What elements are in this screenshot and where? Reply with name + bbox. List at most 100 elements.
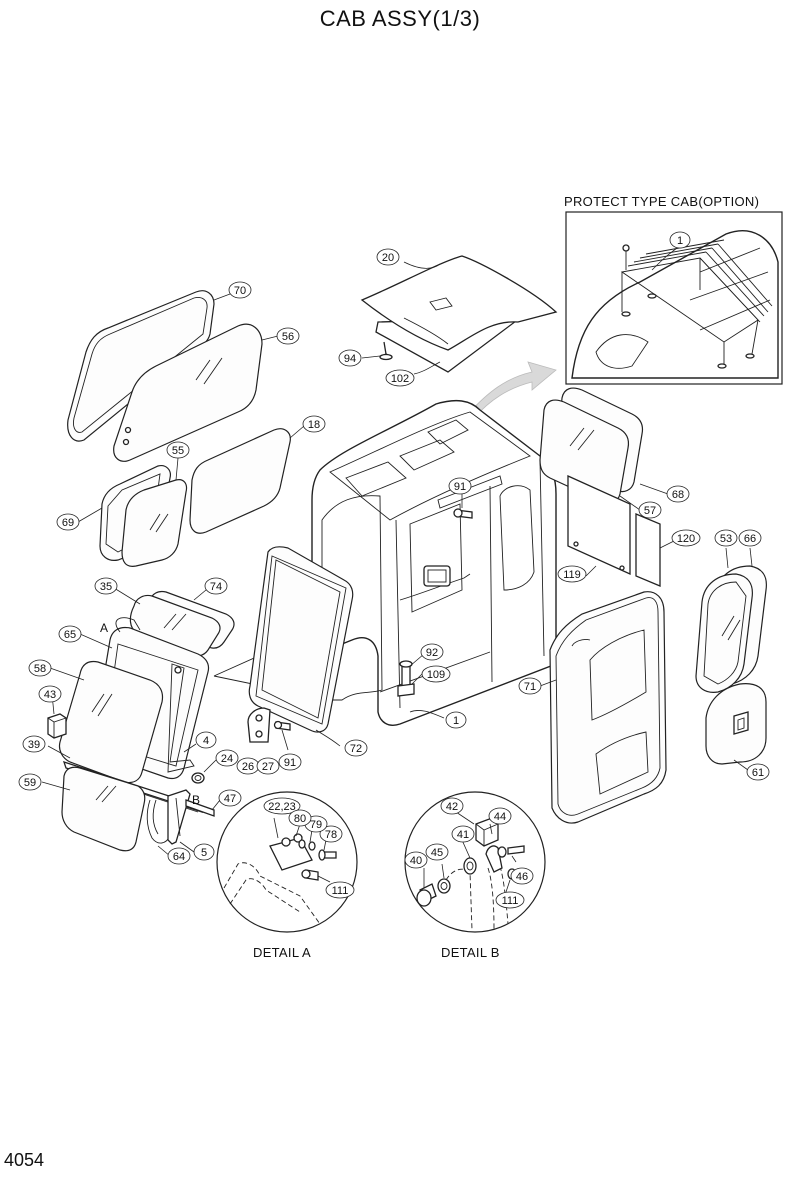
svg-text:53: 53 — [720, 533, 732, 545]
callout-4: 4 — [195, 731, 217, 749]
cab-hinge-bolt-91 — [453, 508, 473, 519]
detail-letter-b: B — [192, 793, 200, 807]
detail-b-label: DETAIL B — [441, 945, 500, 960]
svg-text:111: 111 — [332, 885, 349, 897]
callout-42: 42 — [440, 797, 464, 815]
callout-70: 70 — [228, 281, 252, 299]
glass-57 — [539, 399, 630, 505]
callout-43: 43 — [38, 685, 62, 703]
callout-1: 1 — [669, 231, 691, 249]
svg-text:20: 20 — [382, 252, 394, 264]
svg-text:47: 47 — [224, 793, 236, 805]
callout-53: 53 — [714, 529, 738, 547]
callout-65: 65 — [58, 625, 82, 643]
callout-66: 66 — [738, 529, 762, 547]
svg-text:71: 71 — [524, 681, 536, 693]
callout-39: 39 — [22, 735, 46, 753]
svg-text:74: 74 — [210, 581, 222, 593]
block-43 — [47, 713, 67, 739]
part-24 — [191, 772, 205, 784]
svg-text:39: 39 — [28, 739, 40, 751]
callout-61: 61 — [746, 763, 770, 781]
page-number: 4054 — [4, 1150, 45, 1170]
callout-94: 94 — [338, 349, 362, 367]
svg-text:4: 4 — [203, 735, 209, 747]
cab-frame — [311, 399, 557, 726]
callout-91: 91 — [448, 477, 472, 495]
leader-lines — [41, 245, 753, 893]
panel-120 — [635, 513, 661, 587]
svg-text:64: 64 — [173, 851, 185, 863]
callout-47: 47 — [218, 789, 242, 807]
rail-5-47 — [167, 789, 215, 845]
svg-text:92: 92 — [426, 647, 438, 659]
option-label: PROTECT TYPE CAB(OPTION) — [564, 194, 760, 209]
svg-text:94: 94 — [344, 353, 356, 365]
svg-text:57: 57 — [644, 505, 656, 517]
svg-text:109: 109 — [427, 669, 445, 681]
svg-text:46: 46 — [516, 871, 528, 883]
callout-78: 78 — [319, 825, 343, 843]
svg-text:91: 91 — [454, 481, 466, 493]
glass-18 — [189, 428, 291, 534]
svg-text:41: 41 — [457, 829, 469, 841]
callout-111: 111 — [325, 881, 355, 899]
svg-text:59: 59 — [24, 777, 36, 789]
callout-69: 69 — [56, 513, 80, 531]
svg-text:120: 120 — [677, 533, 695, 545]
glass-56 — [113, 323, 263, 462]
svg-text:55: 55 — [172, 445, 184, 457]
callout-80: 80 — [288, 809, 312, 827]
roof-bolt — [379, 341, 393, 361]
callout-44: 44 — [488, 807, 512, 825]
glass-53 — [695, 573, 753, 693]
callout-74: 74 — [204, 577, 228, 595]
svg-text:27: 27 — [262, 761, 274, 773]
callout-22-23: 22,23 — [263, 797, 301, 815]
svg-text:24: 24 — [221, 753, 233, 765]
callout-41: 41 — [451, 825, 475, 843]
callout-40: 40 — [404, 851, 428, 869]
callout-45: 45 — [425, 843, 449, 861]
front-window-frame — [248, 546, 354, 733]
callout-91: 91 — [278, 753, 302, 771]
callout-1: 1 — [445, 711, 467, 729]
svg-text:79: 79 — [310, 819, 322, 831]
svg-text:18: 18 — [308, 419, 320, 431]
callout-24: 24 — [215, 749, 239, 767]
callout-26: 26 — [236, 757, 260, 775]
callout-20: 20 — [376, 248, 400, 266]
glass-55 — [121, 479, 188, 567]
callout-27: 27 — [256, 757, 280, 775]
callout-59: 59 — [18, 773, 42, 791]
panel-119 — [567, 474, 631, 576]
seal-ring-A — [115, 617, 141, 633]
callout-46: 46 — [510, 867, 534, 885]
callout-120: 120 — [671, 529, 701, 547]
svg-text:43: 43 — [44, 689, 56, 701]
roof-panel — [360, 255, 558, 373]
svg-text:78: 78 — [325, 829, 337, 841]
callout-109: 109 — [421, 665, 451, 683]
protect-guard — [620, 239, 773, 369]
svg-text:5: 5 — [201, 847, 207, 859]
frame-4 — [167, 663, 195, 773]
detail-a-label: DETAIL A — [253, 945, 312, 960]
hinge-bracket-26-27 — [247, 707, 291, 743]
svg-text:66: 66 — [744, 533, 756, 545]
svg-text:68: 68 — [672, 489, 684, 501]
svg-text:61: 61 — [752, 767, 764, 779]
callout-56: 56 — [276, 327, 300, 345]
svg-text:119: 119 — [563, 569, 581, 581]
door-71 — [549, 591, 667, 824]
svg-text:40: 40 — [410, 855, 422, 867]
svg-text:42: 42 — [446, 801, 458, 813]
svg-text:1: 1 — [677, 235, 683, 247]
seal-70 — [67, 290, 215, 442]
callout-102: 102 — [385, 369, 415, 387]
svg-text:80: 80 — [294, 813, 306, 825]
cab-bolt-92 — [397, 660, 415, 697]
svg-text:58: 58 — [34, 663, 46, 675]
glass-35 — [129, 594, 221, 657]
